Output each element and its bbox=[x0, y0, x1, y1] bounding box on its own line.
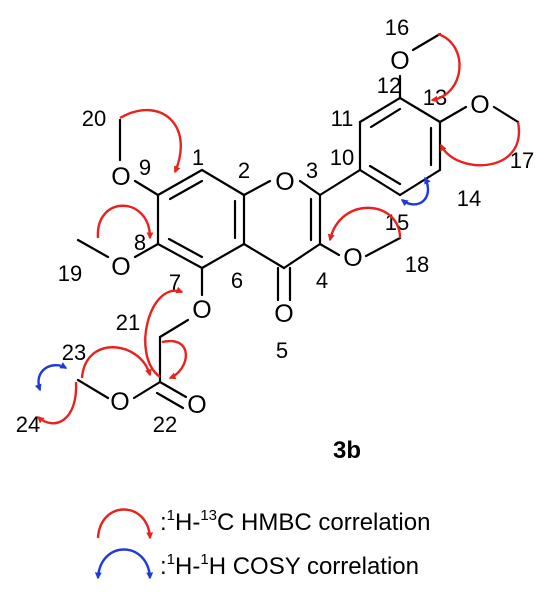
bond bbox=[398, 168, 442, 197]
position-10: 10 bbox=[330, 145, 354, 170]
cosy-arrow-23-24 bbox=[34, 362, 68, 392]
oxygen-17: O bbox=[470, 91, 489, 119]
position-8: 8 bbox=[134, 230, 146, 255]
oxygen-16: O bbox=[390, 47, 409, 75]
cosy-arrow-14-15 bbox=[400, 176, 431, 207]
bond bbox=[156, 242, 204, 270]
hmbc-arrow-23-to-24 bbox=[36, 381, 78, 425]
position-numbers: 1 2 3 4 5 6 7 8 9 10 11 12 13 14 15 16 1… bbox=[16, 15, 534, 437]
bond bbox=[133, 242, 160, 259]
position-9: 9 bbox=[139, 155, 151, 180]
hmbc-arrow-21-to-22 bbox=[161, 339, 188, 380]
position-13: 13 bbox=[423, 85, 447, 110]
legend-hmbc-label: :1H-13C HMBC correlation bbox=[160, 507, 430, 536]
bond bbox=[158, 380, 188, 399]
bond bbox=[242, 242, 286, 270]
bond bbox=[155, 391, 185, 410]
position-6: 6 bbox=[231, 268, 243, 293]
cosy-arrows bbox=[34, 176, 431, 392]
oxygen-ester-carbonyl: O bbox=[187, 391, 206, 419]
bond bbox=[298, 179, 322, 197]
position-12: 12 bbox=[377, 73, 401, 98]
bond bbox=[411, 32, 442, 52]
legend-cosy: :1H-1H COSY correlation bbox=[94, 548, 419, 580]
oxygen-ether-7: O bbox=[192, 296, 211, 324]
oxygen-ester: O bbox=[110, 388, 129, 416]
bond bbox=[398, 96, 442, 124]
bond bbox=[76, 378, 110, 400]
bond bbox=[318, 168, 362, 197]
position-4: 4 bbox=[316, 268, 328, 293]
position-21: 21 bbox=[116, 310, 140, 335]
legend-hmbc: :1H-13C HMBC correlation bbox=[96, 507, 430, 540]
bond bbox=[364, 236, 402, 258]
position-2: 2 bbox=[238, 158, 250, 183]
hmbc-arrow-16-to-12 bbox=[430, 32, 461, 103]
bond bbox=[156, 168, 204, 197]
compound-id: 3b bbox=[333, 437, 361, 464]
oxygen-18: O bbox=[343, 244, 362, 272]
position-22: 22 bbox=[153, 412, 177, 437]
legend: :1H-13C HMBC correlation :1H-1H COSY cor… bbox=[94, 507, 430, 580]
bond bbox=[76, 238, 110, 259]
oxygen-20: O bbox=[111, 163, 130, 191]
oxygen-ring: O bbox=[275, 168, 294, 196]
bond bbox=[133, 179, 160, 197]
bond bbox=[200, 168, 246, 197]
position-17: 17 bbox=[510, 148, 534, 173]
bond bbox=[358, 168, 402, 197]
hmbc-arrow-21-to-7 bbox=[144, 286, 184, 378]
bond bbox=[358, 96, 402, 124]
position-3: 3 bbox=[306, 158, 318, 183]
position-20: 20 bbox=[82, 106, 106, 131]
bond bbox=[167, 237, 204, 259]
bond bbox=[168, 179, 204, 201]
bond bbox=[132, 380, 162, 400]
bond bbox=[282, 242, 322, 270]
oxygen-carbonyl: O bbox=[274, 300, 293, 328]
position-24: 24 bbox=[16, 412, 40, 437]
position-5: 5 bbox=[276, 338, 288, 363]
oxygen-19: O bbox=[111, 253, 130, 281]
hmbc-arrow-20-to-9 bbox=[119, 108, 182, 174]
bond bbox=[242, 179, 272, 197]
position-1: 1 bbox=[192, 145, 204, 170]
bond bbox=[158, 318, 190, 339]
position-23: 23 bbox=[62, 340, 86, 365]
hmbc-arrow-18-to-4 bbox=[327, 206, 402, 242]
cosy-legend-arrow-icon bbox=[94, 548, 154, 580]
oxygen-labels: O O O O O O O O O O bbox=[110, 47, 489, 419]
bond bbox=[368, 164, 402, 186]
position-16: 16 bbox=[385, 15, 409, 40]
legend-cosy-label: :1H-1H COSY correlation bbox=[160, 551, 419, 580]
hmbc-legend-arrow-icon bbox=[96, 508, 154, 540]
hmbc-arrow-17-to-13 bbox=[439, 121, 521, 167]
bond bbox=[492, 105, 520, 124]
position-11: 11 bbox=[331, 106, 354, 131]
position-14: 14 bbox=[457, 186, 481, 211]
bond bbox=[369, 107, 402, 129]
bond bbox=[200, 242, 246, 270]
hmbc-arrow-19-to-8 bbox=[96, 204, 154, 240]
hmbc-arrow-23-to-22 bbox=[80, 346, 152, 379]
bond bbox=[318, 242, 341, 257]
position-19: 19 bbox=[58, 261, 82, 286]
hmbc-arrows bbox=[36, 32, 521, 425]
bond bbox=[438, 105, 468, 124]
position-18: 18 bbox=[405, 252, 429, 277]
